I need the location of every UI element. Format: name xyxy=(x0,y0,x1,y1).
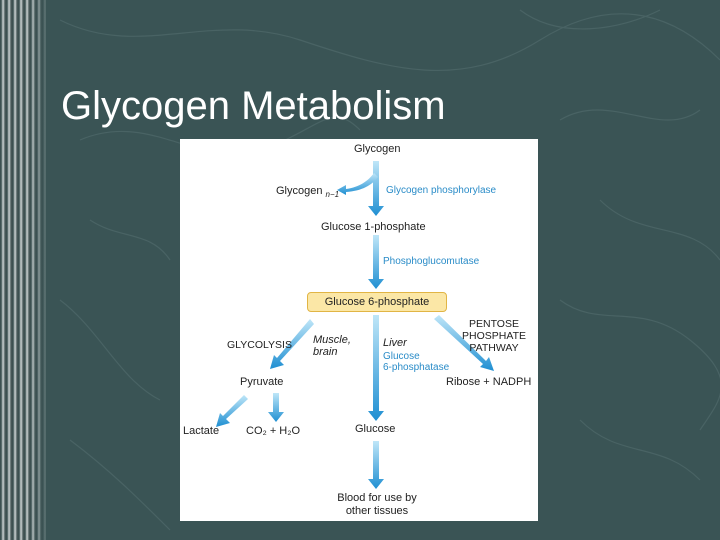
pathway-pentose-line2: PHOSPHATE xyxy=(462,330,526,342)
enzyme-glycogen-phosphorylase: Glycogen phosphorylase xyxy=(386,185,497,196)
tissue-muscle-brain-line2: brain xyxy=(313,346,338,358)
node-pyruvate: Pyruvate xyxy=(240,376,284,388)
topo-line xyxy=(89,219,171,261)
tissue-muscle-brain-line1: Muscle, xyxy=(313,334,351,346)
enzyme-glucose-6-phosphatase-line2: 6-phosphatase xyxy=(383,362,450,373)
topo-line xyxy=(519,9,661,30)
topo-line xyxy=(579,419,701,481)
arrow-g1p-to-g6p xyxy=(368,235,384,289)
node-blood: Blood for use by other tissues xyxy=(332,492,422,518)
arrow-g6p-to-ribose xyxy=(434,315,494,371)
node-glycogen-n1-label: Glycogen xyxy=(276,185,323,197)
node-glucose-6-phosphate: Glucose 6-phosphate xyxy=(307,292,447,312)
pathway-pentose-line1: PENTOSE xyxy=(468,318,519,330)
diagram-arrows xyxy=(216,161,494,489)
node-blood-line1: Blood for use by xyxy=(337,492,417,504)
enzyme-glucose-6-phosphatase-line1: Glucose xyxy=(383,351,420,362)
node-glycogen-n1: Glycogen n−1 xyxy=(276,185,339,201)
node-ribose-nadph: Ribose + NADPH xyxy=(446,376,532,388)
topo-line xyxy=(559,299,720,431)
topo-line xyxy=(69,439,171,531)
arrow-g6p-to-glucose xyxy=(368,315,384,421)
topo-line xyxy=(559,109,701,121)
tissue-muscle-brain: Muscle, brain xyxy=(313,334,351,358)
node-glycogen: Glycogen xyxy=(354,143,401,155)
topo-line xyxy=(59,299,161,401)
arrow-branch-glycogen-n1 xyxy=(337,173,378,195)
glycogen-metabolism-diagram: Glycogen Glycogen n−1 Glycogen phosphory… xyxy=(180,139,538,521)
arrow-g6p-to-pyruvate xyxy=(270,319,314,369)
pathway-glycolysis: GLYCOLYSIS xyxy=(227,339,292,351)
pathway-pentose-line3: PATHWAY xyxy=(469,342,519,354)
enzyme-phosphoglucomutase: Phosphoglucomutase xyxy=(383,256,480,267)
node-glycogen-n1-subscript: n−1 xyxy=(325,190,340,200)
node-glucose: Glucose xyxy=(355,423,396,435)
arrow-pyruvate-to-co2 xyxy=(268,393,284,422)
slide-title: Glycogen Metabolism xyxy=(61,84,446,128)
node-co2-h2o: CO₂ + H₂O xyxy=(246,425,301,437)
pathway-pentose-phosphate: PENTOSE PHOSPHATE PATHWAY xyxy=(462,318,526,354)
enzyme-glucose-6-phosphatase: Glucose 6-phosphatase xyxy=(383,351,449,373)
tissue-liver: Liver xyxy=(383,337,407,349)
topo-line xyxy=(59,13,720,71)
node-lactate: Lactate xyxy=(183,425,220,437)
arrow-pyruvate-to-lactate xyxy=(216,395,248,427)
decorative-strip-fade xyxy=(30,0,50,540)
arrow-glucose-to-blood xyxy=(368,441,384,489)
arrow-glycogen-to-g1p xyxy=(368,161,384,216)
node-blood-line2: other tissues xyxy=(345,505,409,517)
topo-line xyxy=(599,199,720,261)
node-glucose-1-phosphate: Glucose 1-phosphate xyxy=(321,221,426,233)
